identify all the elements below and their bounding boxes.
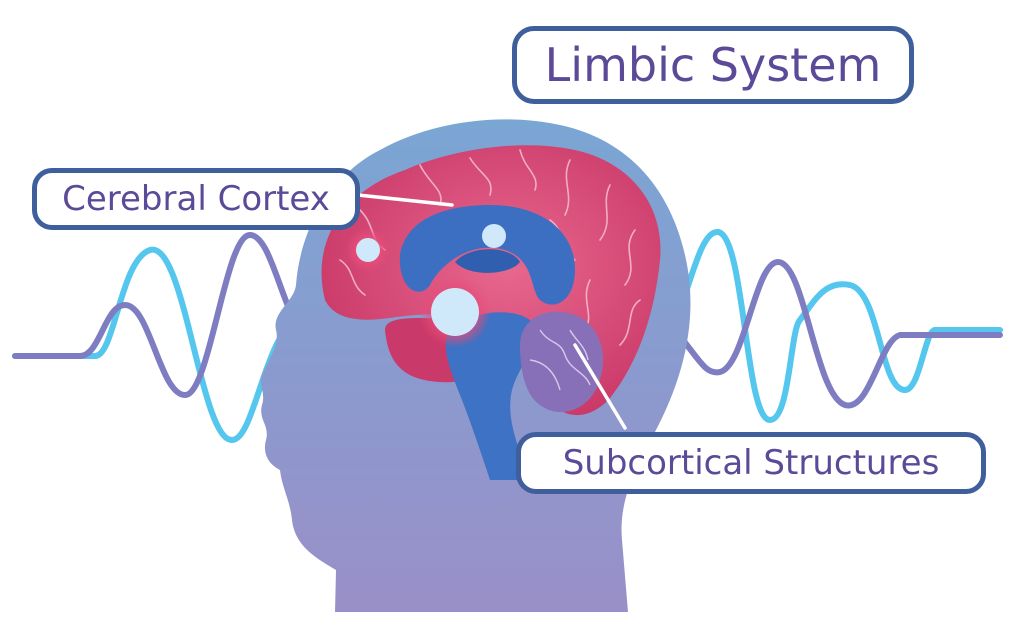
lateral-ventricle [399, 205, 575, 305]
activation-spots [346, 224, 506, 348]
brainstem [445, 312, 538, 480]
subcortical-veins [529, 329, 591, 391]
leader-lines [356, 193, 627, 430]
inner-arc [455, 249, 520, 273]
brain-wave-lines [12, 229, 1003, 444]
diagram-title: Limbic System [512, 26, 914, 104]
purple-wave-right [672, 258, 1003, 409]
purple-wave-left [12, 231, 303, 399]
subcortical-leader-line [573, 343, 627, 430]
cortex-leader-line [356, 193, 454, 207]
cyan-wave-left [12, 246, 303, 444]
label-subcortical-structures: Subcortical Structures [516, 432, 986, 494]
cyan-wave-right [672, 229, 1003, 424]
subcortical-structure-shape [520, 311, 604, 413]
label-cerebral-cortex: Cerebral Cortex [32, 168, 360, 230]
